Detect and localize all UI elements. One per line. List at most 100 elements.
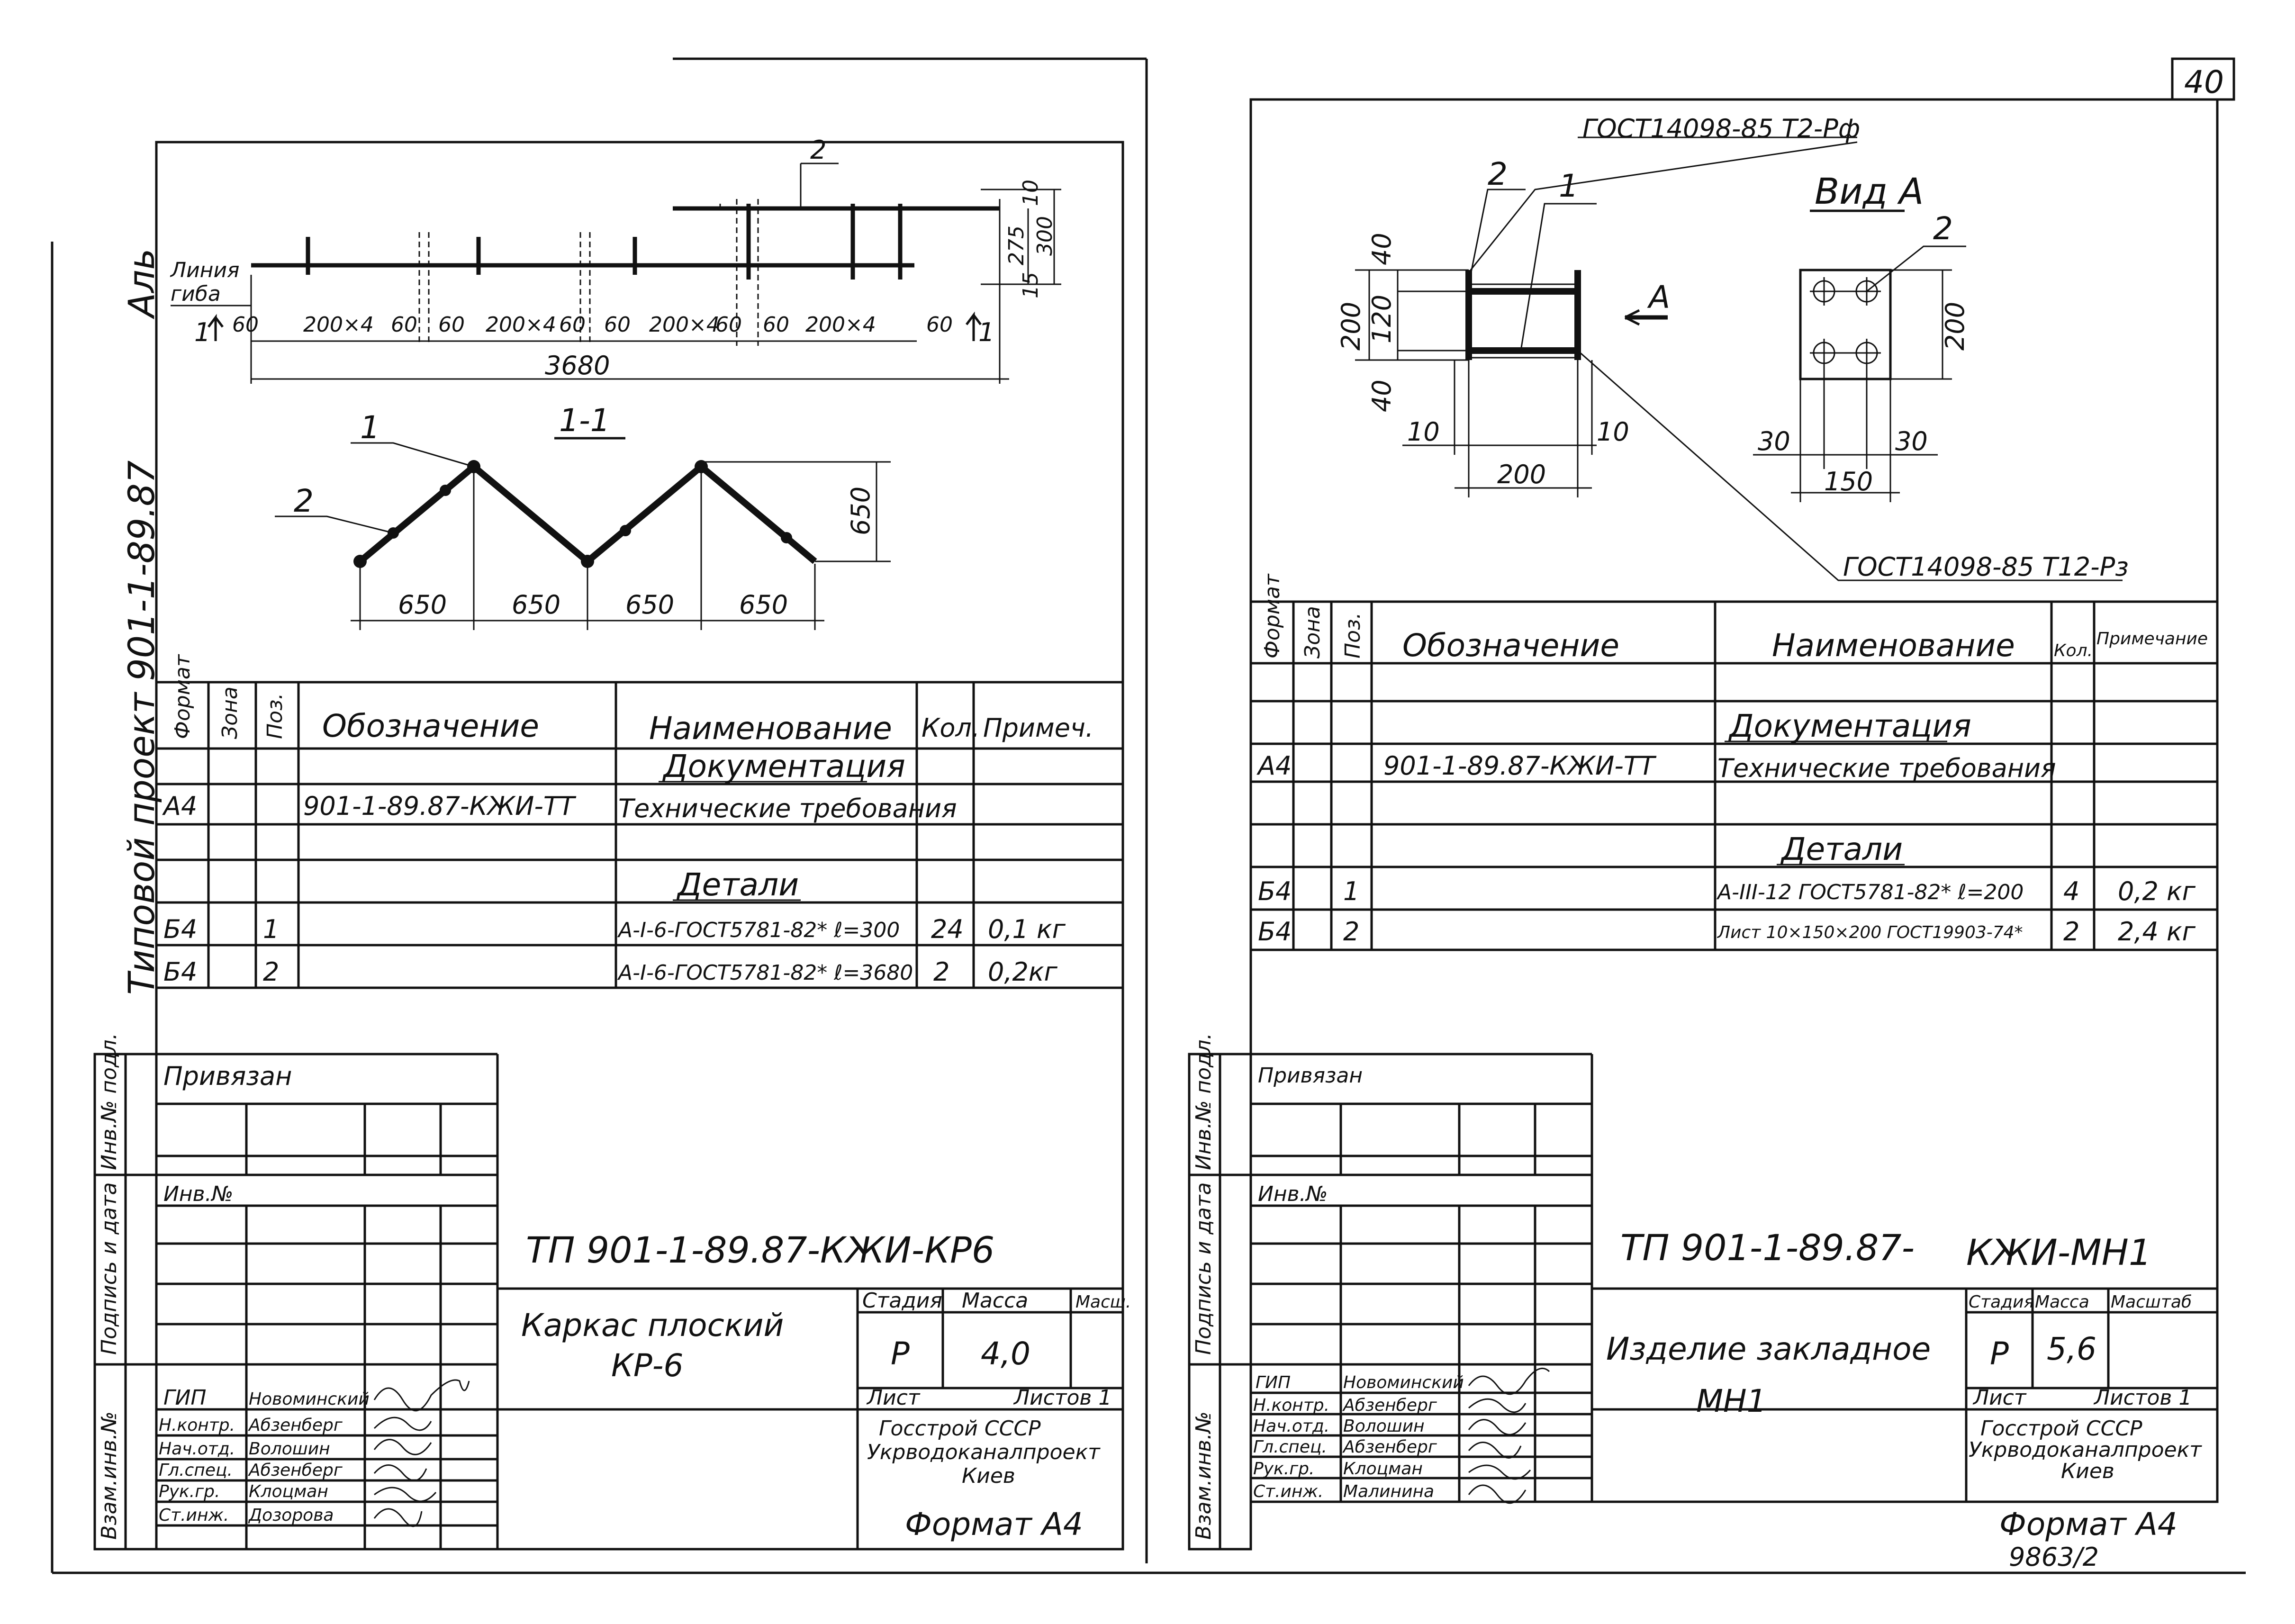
r-pos-2-view: 2 (1933, 210, 1953, 247)
vdim-300: 300 (1033, 216, 1057, 256)
lh-zone: Зона (218, 686, 242, 739)
r-privyazan: Привязан (1258, 1064, 1363, 1088)
l-row-details: Детали (676, 866, 799, 903)
l-row2-pos: 2 (263, 957, 279, 987)
rh-pos: Поз. (1341, 613, 1365, 659)
r-org-3: Киев (2061, 1459, 2114, 1483)
r-row1-qty: 4 (2063, 876, 2079, 906)
left-spec-table: Формат Зона Поз. Обозначение Наименовани… (156, 654, 1123, 989)
l-row1-pos: 1 (263, 914, 279, 944)
r-dim-10b: 10 (1597, 417, 1629, 447)
r-staff-name-2: Абзенберг (1342, 1396, 1437, 1415)
r-row2-pos: 2 (1343, 917, 1359, 947)
r-row2-name: Лист 10×150×200 ГОСТ19903-74* (1717, 923, 2023, 942)
section-pos-1: 1 (360, 409, 380, 446)
l-staff-name-6: Дозорова (248, 1506, 334, 1525)
r-sheet: Лист (1972, 1386, 2027, 1410)
dim-60-d: 60 (559, 313, 586, 337)
l-privyazan: Привязан (163, 1061, 292, 1091)
r-row1-format: Б4 (1258, 876, 1292, 906)
r-row2-format: Б4 (1258, 917, 1292, 947)
l-staff-name-5: Клоцман (249, 1482, 328, 1501)
archive-number: 9863/2 (2009, 1542, 2099, 1572)
r-row1-pos: 1 (1343, 876, 1359, 906)
l-org-3: Киев (962, 1464, 1015, 1488)
view-dim-200: 200 (1940, 302, 1970, 351)
r-title-1: Изделие закладное (1606, 1331, 1931, 1367)
view-dim-30b: 30 (1895, 426, 1928, 456)
r-row1-note: 0,2 кг (2118, 876, 2196, 906)
r-sheets: Листов 1 (2093, 1386, 2192, 1410)
r-signatures (1468, 1367, 1550, 1504)
section-mark-left: 1 (194, 317, 210, 347)
r-staff-role-1: ГИП (1256, 1373, 1291, 1392)
l-inv-no: Инв.№ (163, 1182, 233, 1206)
l-row2-format: Б4 (163, 957, 197, 987)
r-row2-qty: 2 (2063, 917, 2079, 947)
margin-signature: Аль (120, 249, 163, 320)
project-code-label: Типовой проект 901-1-89.87 (120, 460, 163, 995)
r-stamp-replace: Взам.инв.№ (1192, 1411, 1216, 1540)
r-dim-120: 120 (1367, 295, 1397, 343)
sheet-number: 40 (2184, 64, 2224, 100)
r-staff-name-4: Абзенберг (1342, 1437, 1437, 1457)
l-row-a4-code: 901-1-89.87-КЖИ-ТТ (303, 791, 577, 821)
r-org-1: Госстрой СССР (1980, 1416, 2142, 1441)
r-row1-name: А-III-12 ГОСТ5781-82* ℓ=200 (1716, 880, 2024, 904)
r-doc-code-b: КЖИ-МН1 (1966, 1231, 2151, 1273)
l-row1-format: Б4 (163, 914, 197, 944)
lh-qty: Кол. (922, 713, 980, 743)
l-stamp-inv: Инв.№ подл. (97, 1033, 121, 1170)
r-row2-note: 2,4 кг (2118, 917, 2196, 947)
lh-format: Формат (171, 654, 195, 739)
r-staff-role-6: Ст.инж. (1253, 1482, 1323, 1501)
sec-dim-height: 650 (846, 487, 876, 535)
l-staff-role-5: Рук.гр. (159, 1482, 220, 1501)
elev-pos-2: 2 (810, 135, 826, 165)
dim-200x4-c: 200×4 (649, 313, 720, 337)
r-row-a4-format: А4 (1256, 751, 1292, 781)
left-title-block: ТП 901-1-89.87-КЖИ-КР6 Каркас плоский КР… (155, 1206, 1131, 1551)
arrow-a-label: А (1647, 279, 1670, 316)
l-staff-name-4: Абзенберг (248, 1461, 343, 1480)
dim-200x4-d: 200×4 (805, 313, 876, 337)
r-mass: 5,6 (2047, 1331, 2096, 1367)
l-format: Формат А4 (905, 1506, 1083, 1543)
sec-dim-2: 650 (512, 590, 560, 620)
vdim-10: 10 (1019, 180, 1043, 206)
view-dim-30a: 30 (1758, 426, 1790, 456)
r-org-2: Укрводоканалпроект (1969, 1438, 2202, 1462)
r-format: Формат А4 (1999, 1506, 2178, 1543)
r-row-a4-name: Технические требования (1717, 753, 2056, 783)
l-stamp-replace: Взам.инв.№ (97, 1411, 121, 1540)
l-title-1: Каркас плоский (521, 1307, 784, 1344)
rh-note: Примечание (2096, 629, 2208, 649)
r-inv-no: Инв.№ (1258, 1182, 1328, 1206)
dim-60-e: 60 (604, 313, 631, 337)
section-pos-2: 2 (294, 483, 314, 519)
rh-format: Формат (1260, 573, 1284, 659)
l-col-stage: Стадия (862, 1289, 942, 1313)
r-col-stage: Стадия (1969, 1292, 2034, 1312)
r-dim-40a: 40 (1367, 233, 1397, 265)
l-sheets: Листов 1 (1013, 1386, 1111, 1410)
r-staff-name-1: Новоминский (1343, 1373, 1464, 1392)
r-stamp-inv: Инв.№ подл. (1192, 1033, 1216, 1170)
l-staff-role-4: Гл.спец. (159, 1461, 233, 1480)
dim-60-f: 60 (715, 313, 742, 337)
r-col-scale: Масштаб (2111, 1292, 2192, 1312)
rh-name: Наименование (1772, 627, 2015, 664)
r-title-2: МН1 (1696, 1383, 1767, 1419)
lh-name: Наименование (649, 710, 892, 747)
r-staff-name-3: Волошин (1343, 1416, 1425, 1436)
gost-bottom: ГОСТ14098-85 Т12-Рз (1843, 552, 2129, 582)
l-staff-name-3: Волошин (249, 1439, 330, 1459)
l-title-2: КР-6 (611, 1347, 683, 1384)
r-doc-code-a: ТП 901-1-89.87- (1620, 1227, 1915, 1269)
l-staff-role-2: Н.контр. (159, 1416, 235, 1435)
left-section-view: 1-1 1 2 650 650 650 650 650 (275, 402, 891, 630)
dim-60-h: 60 (926, 313, 953, 337)
lh-designation: Обозначение (322, 708, 539, 744)
r-row-doc: Документация (1728, 708, 1971, 744)
